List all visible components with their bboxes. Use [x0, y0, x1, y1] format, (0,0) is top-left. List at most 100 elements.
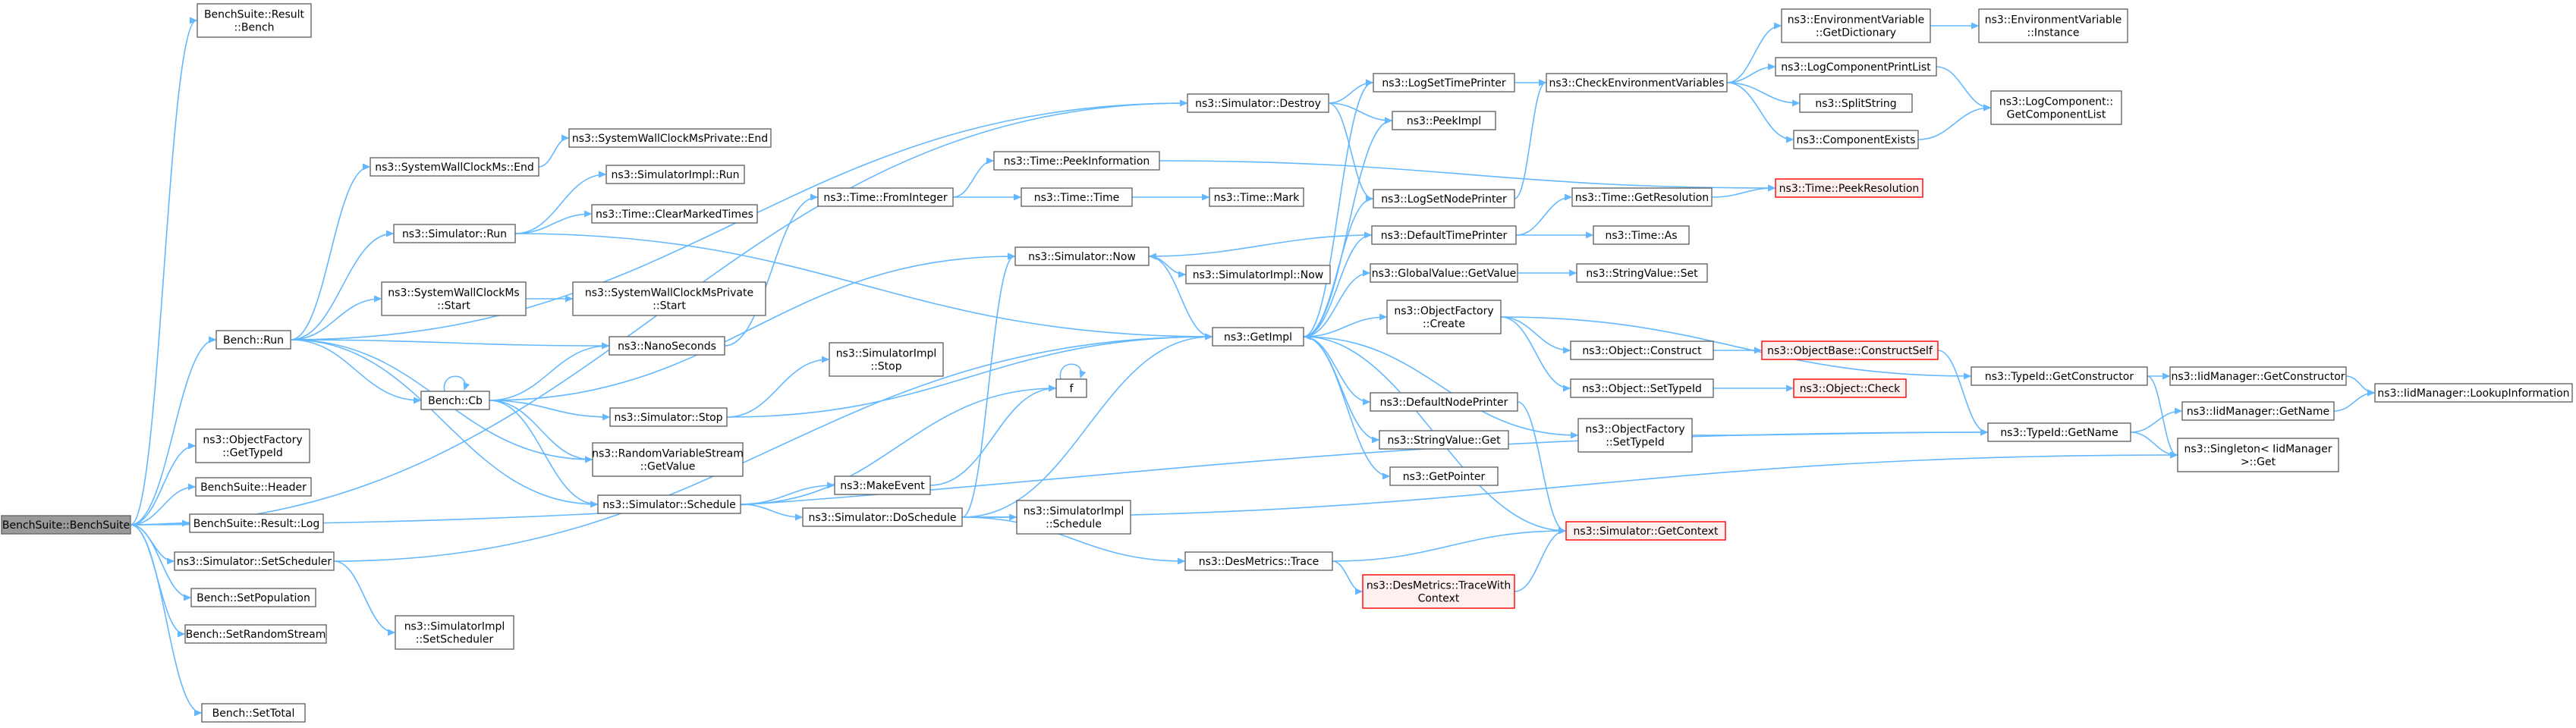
node-label: ns3::CheckEnvironmentVariables — [1549, 77, 1725, 89]
edge-simulator-do-schedule-to-simulator-now — [961, 256, 1014, 518]
node-bench-set-random-stream[interactable]: Bench::SetRandomStream — [184, 624, 327, 644]
node-iid-manager-get-constructor[interactable]: ns3::IidManager::GetConstructor — [2169, 366, 2347, 386]
node-bench-cb[interactable]: Bench::Cb — [420, 391, 490, 410]
node-check-environment-variables[interactable]: ns3::CheckEnvironmentVariables — [1546, 73, 1728, 93]
node-bench-set-population[interactable]: Bench::SetPopulation — [190, 588, 316, 607]
node-time-peek-resolution[interactable]: ns3::Time::PeekResolution — [1775, 178, 1923, 198]
node-simulator-set-scheduler[interactable]: ns3::Simulator::SetScheduler — [174, 551, 335, 571]
node-nano-seconds[interactable]: ns3::NanoSeconds — [609, 336, 725, 356]
node-global-value-get-value[interactable]: ns3::GlobalValue::GetValue — [1370, 263, 1518, 283]
node-make-event[interactable]: ns3::MakeEvent — [834, 475, 931, 495]
edge-get-impl-to-string-value-get — [1303, 336, 1379, 440]
edge-simulator-run-to-get-impl — [514, 233, 1212, 337]
node-type-id-get-name[interactable]: ns3::TypeId::GetName — [1987, 422, 2131, 442]
node-label: ::Instance — [2027, 27, 2080, 39]
node-simulator-schedule[interactable]: ns3::Simulator::Schedule — [597, 494, 741, 514]
node-log-set-time-printer[interactable]: ns3::LogSetTimePrinter — [1373, 73, 1515, 93]
node-time-mark[interactable]: ns3::Time::Mark — [1209, 187, 1304, 207]
edge-bench-cb-to-simulator-now — [489, 256, 1014, 401]
node-simulator-impl-run[interactable]: ns3::SimulatorImpl::Run — [605, 165, 745, 184]
node-label: ns3::EnvironmentVariable — [1985, 14, 2122, 27]
node-box — [1371, 225, 1517, 245]
node-simulator-impl-set-scheduler[interactable]: ns3::SimulatorImpl::SetScheduler — [395, 615, 514, 650]
node-label: ns3::Simulator::Schedule — [602, 499, 736, 511]
node-bench-suite-bench-suite[interactable]: BenchSuite::BenchSuite — [1, 515, 131, 535]
node-time-get-resolution[interactable]: ns3::Time::GetResolution — [1571, 187, 1713, 207]
node-object-factory-create[interactable]: ns3::ObjectFactory::Create — [1386, 300, 1502, 334]
edge-simulator-destroy-to-log-set-node-printer — [1328, 102, 1373, 199]
node-simulator-now[interactable]: ns3::Simulator::Now — [1014, 246, 1150, 266]
node-des-metrics-trace[interactable]: ns3::DesMetrics::Trace — [1184, 551, 1333, 571]
node-object-construct[interactable]: ns3::Object::Construct — [1570, 340, 1714, 360]
node-object-base-construct-self[interactable]: ns3::ObjectBase::ConstructSelf — [1761, 340, 1939, 360]
node-object-factory-set-type-id[interactable]: ns3::ObjectFactory::SetTypeId — [1577, 418, 1693, 453]
node-bench-set-total[interactable]: Bench::SetTotal — [201, 703, 306, 723]
node-system-wall-clock-ms-end[interactable]: ns3::SystemWallClockMs::End — [370, 157, 539, 177]
node-system-wall-clock-ms-private-start[interactable]: ns3::SystemWallClockMsPrivate::Start — [572, 281, 766, 316]
node-box — [1373, 73, 1515, 93]
node-random-variable-stream-get-value[interactable]: ns3::RandomVariableStream::GetValue — [592, 442, 744, 477]
node-label: ns3::GetPointer — [1403, 471, 1486, 483]
node-log-component-print-list[interactable]: ns3::LogComponentPrintList — [1775, 57, 1937, 77]
node-box — [1793, 378, 1907, 398]
node-log-set-node-printer[interactable]: ns3::LogSetNodePrinter — [1373, 189, 1515, 209]
node-system-wall-clock-ms-private-end[interactable]: ns3::SystemWallClockMsPrivate::End — [568, 128, 772, 148]
edge-simulator-now-to-simulator-impl-now — [1148, 256, 1185, 275]
node-bench-suite-result-bench[interactable]: BenchSuite::Result::Bench — [197, 3, 312, 38]
node-bench-suite-result-log[interactable]: BenchSuite::Result::Log — [189, 513, 324, 533]
node-bench-run[interactable]: Bench::Run — [215, 330, 291, 350]
node-object-check[interactable]: ns3::Object::Check — [1793, 378, 1907, 398]
node-object-factory-get-type-id[interactable]: ns3::ObjectFactory::GetTypeId — [195, 428, 310, 463]
node-box — [605, 165, 745, 184]
node-type-id-get-constructor[interactable]: ns3::TypeId::GetConstructor — [1971, 366, 2148, 386]
node-environment-variable-get-dictionary[interactable]: ns3::EnvironmentVariable::GetDictionary — [1781, 8, 1931, 43]
node-iid-manager-get-name[interactable]: ns3::IidManager::GetName — [2181, 401, 2335, 421]
node-simulator-stop[interactable]: ns3::Simulator::Stop — [609, 407, 728, 427]
node-peek-impl[interactable]: ns3::PeekImpl — [1392, 111, 1496, 130]
node-simulator-impl-now[interactable]: ns3::SimulatorImpl::Now — [1185, 265, 1331, 284]
node-time-clear-marked-times[interactable]: ns3::Time::ClearMarkedTimes — [591, 204, 758, 224]
node-singleton-get[interactable]: ns3::Singleton< IidManager >::Get — [2177, 438, 2339, 472]
node-log-component-get-component-list[interactable]: ns3::LogComponent::GetComponentList — [1990, 90, 2122, 125]
node-label: ns3::Simulator::Stop — [614, 412, 722, 424]
edge-des-metrics-trace-with-context-to-simulator-get-context — [1514, 531, 1565, 592]
edge-bench-suite-bench-suite-to-bench-set-total — [130, 524, 201, 713]
node-default-time-printer[interactable]: ns3::DefaultTimePrinter — [1371, 225, 1517, 245]
node-time-time[interactable]: ns3::Time::Time — [1021, 187, 1133, 207]
node-component-exists[interactable]: ns3::ComponentExists — [1793, 130, 1919, 149]
node-simulator-get-context[interactable]: ns3::Simulator::GetContext — [1565, 521, 1726, 541]
node-object-set-type-id[interactable]: ns3::Object::SetTypeId — [1570, 378, 1714, 398]
node-f[interactable]: f — [1055, 378, 1087, 398]
node-label: ::Create — [1423, 318, 1465, 331]
node-label: ns3::SimulatorImpl — [836, 348, 937, 360]
node-get-impl[interactable]: ns3::GetImpl — [1212, 327, 1304, 347]
node-label: ns3::SystemWallClockMs::End — [375, 162, 533, 174]
node-time-from-integer[interactable]: ns3::Time::FromInteger — [817, 187, 954, 207]
edge-simulator-schedule-to-f — [740, 388, 1055, 505]
node-split-string[interactable]: ns3::SplitString — [1799, 93, 1913, 113]
node-simulator-destroy[interactable]: ns3::Simulator::Destroy — [1187, 93, 1329, 113]
node-simulator-impl-schedule[interactable]: ns3::SimulatorImpl::Schedule — [1016, 500, 1131, 535]
node-get-pointer[interactable]: ns3::GetPointer — [1389, 466, 1499, 486]
node-iid-manager-lookup-information[interactable]: ns3::IidManager::LookupInformation — [2374, 383, 2573, 403]
node-box — [1576, 263, 1708, 283]
node-time-peek-information[interactable]: ns3::Time::PeekInformation — [993, 151, 1160, 171]
edge-object-base-construct-self-to-type-id-get-name — [1937, 350, 1987, 432]
node-box — [1761, 340, 1939, 360]
node-time-as[interactable]: ns3::Time::As — [1593, 225, 1690, 245]
node-string-value-get[interactable]: ns3::StringValue::Get — [1379, 430, 1509, 450]
edge-simulator-run-to-time-clear-marked-times — [514, 214, 591, 234]
node-label: ns3::DesMetrics::Trace — [1199, 556, 1319, 568]
node-system-wall-clock-ms-start[interactable]: ns3::SystemWallClockMs::Start — [381, 281, 527, 316]
node-bench-suite-header[interactable]: BenchSuite::Header — [195, 477, 312, 497]
node-box — [1379, 430, 1509, 450]
node-box — [1370, 392, 1518, 412]
node-simulator-impl-stop[interactable]: ns3::SimulatorImpl::Stop — [829, 342, 944, 377]
node-string-value-set[interactable]: ns3::StringValue::Set — [1576, 263, 1708, 283]
node-environment-variable-instance[interactable]: ns3::EnvironmentVariable::Instance — [1978, 8, 2128, 43]
node-default-node-printer[interactable]: ns3::DefaultNodePrinter — [1370, 392, 1518, 412]
node-simulator-run[interactable]: ns3::Simulator::Run — [393, 224, 516, 243]
node-label: ns3::StringValue::Set — [1586, 268, 1698, 280]
node-simulator-do-schedule[interactable]: ns3::Simulator::DoSchedule — [802, 507, 963, 527]
